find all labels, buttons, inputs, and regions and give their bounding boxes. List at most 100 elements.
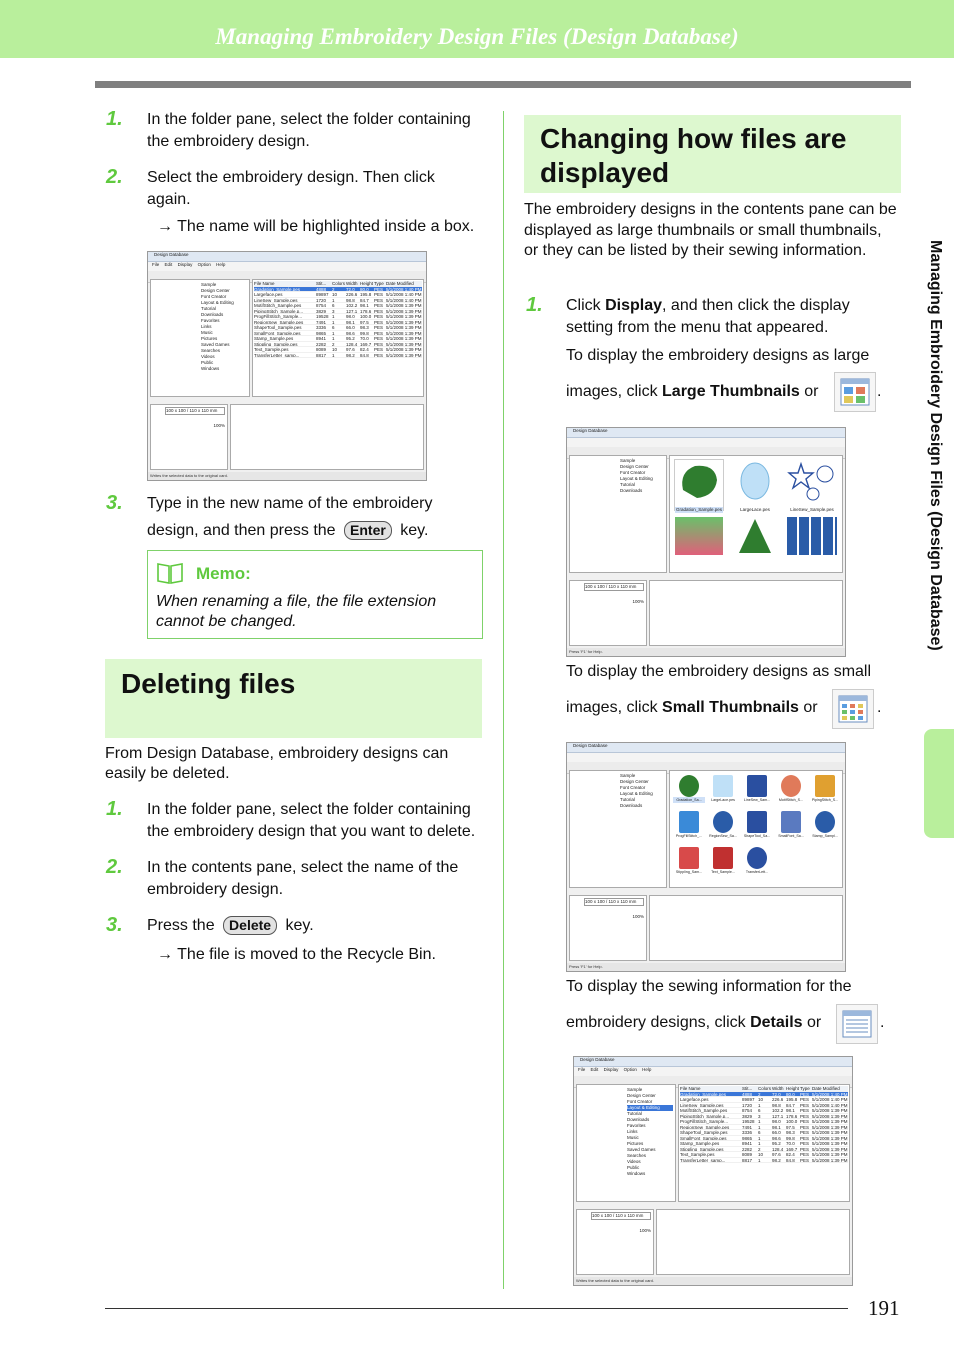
menu-item[interactable]: Edit xyxy=(590,1067,599,1072)
tree-item[interactable]: Sample xyxy=(620,458,636,463)
menu-item[interactable]: Option xyxy=(197,262,211,267)
tree-item[interactable]: Music xyxy=(201,330,213,335)
tree-item[interactable]: Videos xyxy=(201,354,215,359)
size-select[interactable]: 100 x 100 / 110 x 110 mm xyxy=(591,1212,651,1220)
tree-item[interactable]: Links xyxy=(201,324,212,329)
tree-item[interactable]: Design Center xyxy=(620,464,649,469)
thumbnail[interactable]: RegionSew_Sa... xyxy=(707,810,739,844)
thumbnail[interactable]: TransferLett... xyxy=(741,846,773,880)
tree-item[interactable]: Sample xyxy=(627,1087,643,1092)
tree-item[interactable]: Favorites xyxy=(201,318,220,323)
tree-item[interactable]: Saved Games xyxy=(627,1147,656,1152)
thumbnail[interactable] xyxy=(730,516,780,556)
thumbnail[interactable]: Gradation_Sample.pes xyxy=(674,459,724,513)
thumbnail[interactable]: LargeLace.pes xyxy=(730,459,780,512)
tree-item[interactable]: Music xyxy=(627,1135,639,1140)
tree-item[interactable]: Pictures xyxy=(627,1141,644,1146)
thumbnail[interactable]: Stippling_Sam... xyxy=(673,846,705,880)
tree-item[interactable]: Font Creator xyxy=(627,1099,653,1104)
folder-tree[interactable]: Sample Design Center Font Creator Layout… xyxy=(576,1084,676,1202)
tree-item[interactable]: Public xyxy=(627,1165,640,1170)
tree-item[interactable]: Saved Games xyxy=(201,342,230,347)
large-thumbnails-icon[interactable] xyxy=(834,372,876,412)
tree-item[interactable]: Windows xyxy=(627,1171,646,1176)
menu-item[interactable]: Help xyxy=(216,262,226,267)
size-select[interactable]: 100 x 100 / 110 x 110 mm xyxy=(584,898,644,906)
thumbnail[interactable]: MotifStitch_S... xyxy=(775,774,807,808)
small-thumbnails-icon[interactable] xyxy=(832,689,874,729)
tree-item[interactable]: Tutorial xyxy=(627,1111,642,1116)
thumbnail[interactable]: LineSew_Sam... xyxy=(741,774,773,808)
tree-item[interactable]: Searches xyxy=(627,1153,647,1158)
tree-item[interactable]: Downloads xyxy=(620,488,643,493)
folder-tree[interactable]: Sample Design Center Font Creator Layout… xyxy=(569,455,667,573)
tree-item[interactable]: Design Center xyxy=(201,288,230,293)
tree-item[interactable]: Links xyxy=(627,1129,638,1134)
tree-item[interactable]: Sample xyxy=(620,773,636,778)
menu-item[interactable]: Option xyxy=(623,1067,637,1072)
thumbnail[interactable]: LineSew_Sample.pes xyxy=(786,459,838,512)
size-select[interactable]: 100 x 100 / 110 x 110 mm xyxy=(165,407,225,415)
thumbnail[interactable]: ProgFillStitch_... xyxy=(673,810,705,844)
menu-item[interactable]: Help xyxy=(642,1067,652,1072)
menu-item[interactable]: Display xyxy=(603,1067,619,1072)
tree-item[interactable]: Font Creator xyxy=(620,785,646,790)
details-icon[interactable] xyxy=(836,1004,878,1044)
tree-item[interactable]: Windows xyxy=(201,366,220,371)
tree-item[interactable]: Font Creator xyxy=(201,294,227,299)
folder-tree[interactable]: Sample Design Center Font Creator Layout… xyxy=(569,770,667,888)
menu-item[interactable]: Edit xyxy=(164,262,173,267)
thumbnail[interactable]: LargeLace.pes xyxy=(707,774,739,808)
tree-item[interactable]: Pictures xyxy=(201,336,218,341)
size-select[interactable]: 100 x 100 / 110 x 110 mm xyxy=(584,583,644,591)
tree-item[interactable]: Layout & Editing xyxy=(201,300,234,305)
tree-item[interactable]: Downloads xyxy=(201,312,224,317)
tree-item[interactable]: Tutorial xyxy=(620,482,635,487)
tree-item[interactable]: Downloads xyxy=(620,803,643,808)
tree-item[interactable]: Downloads xyxy=(627,1117,650,1122)
tree-item[interactable]: Layout & Editing xyxy=(620,791,653,796)
tree-item[interactable]: Searches xyxy=(201,348,221,353)
tree-item[interactable]: Videos xyxy=(627,1159,641,1164)
thumbnail-grid[interactable]: Gradation_Sample.pes LargeLace.pes LineS… xyxy=(669,455,843,573)
thumbnail[interactable]: ShapeTool_Sa... xyxy=(741,810,773,844)
tree-item[interactable]: Sample xyxy=(201,282,217,287)
thumbnail[interactable] xyxy=(786,516,838,556)
tree-item[interactable]: Favorites xyxy=(627,1123,646,1128)
tree-item[interactable]: Tutorial xyxy=(620,797,635,802)
thumbnail[interactable]: SmallFont_Sa... xyxy=(775,810,807,844)
tree-item[interactable]: Tutorial xyxy=(201,306,216,311)
tree-item[interactable]: Font Creator xyxy=(620,470,646,475)
tree-item[interactable]: Layout & Editing xyxy=(620,476,653,481)
tree-item[interactable]: Public xyxy=(201,360,214,365)
thumbnail[interactable]: PipingStitch_S... xyxy=(809,774,841,808)
thumbnail[interactable]: Stamp_Sampl... xyxy=(809,810,841,844)
